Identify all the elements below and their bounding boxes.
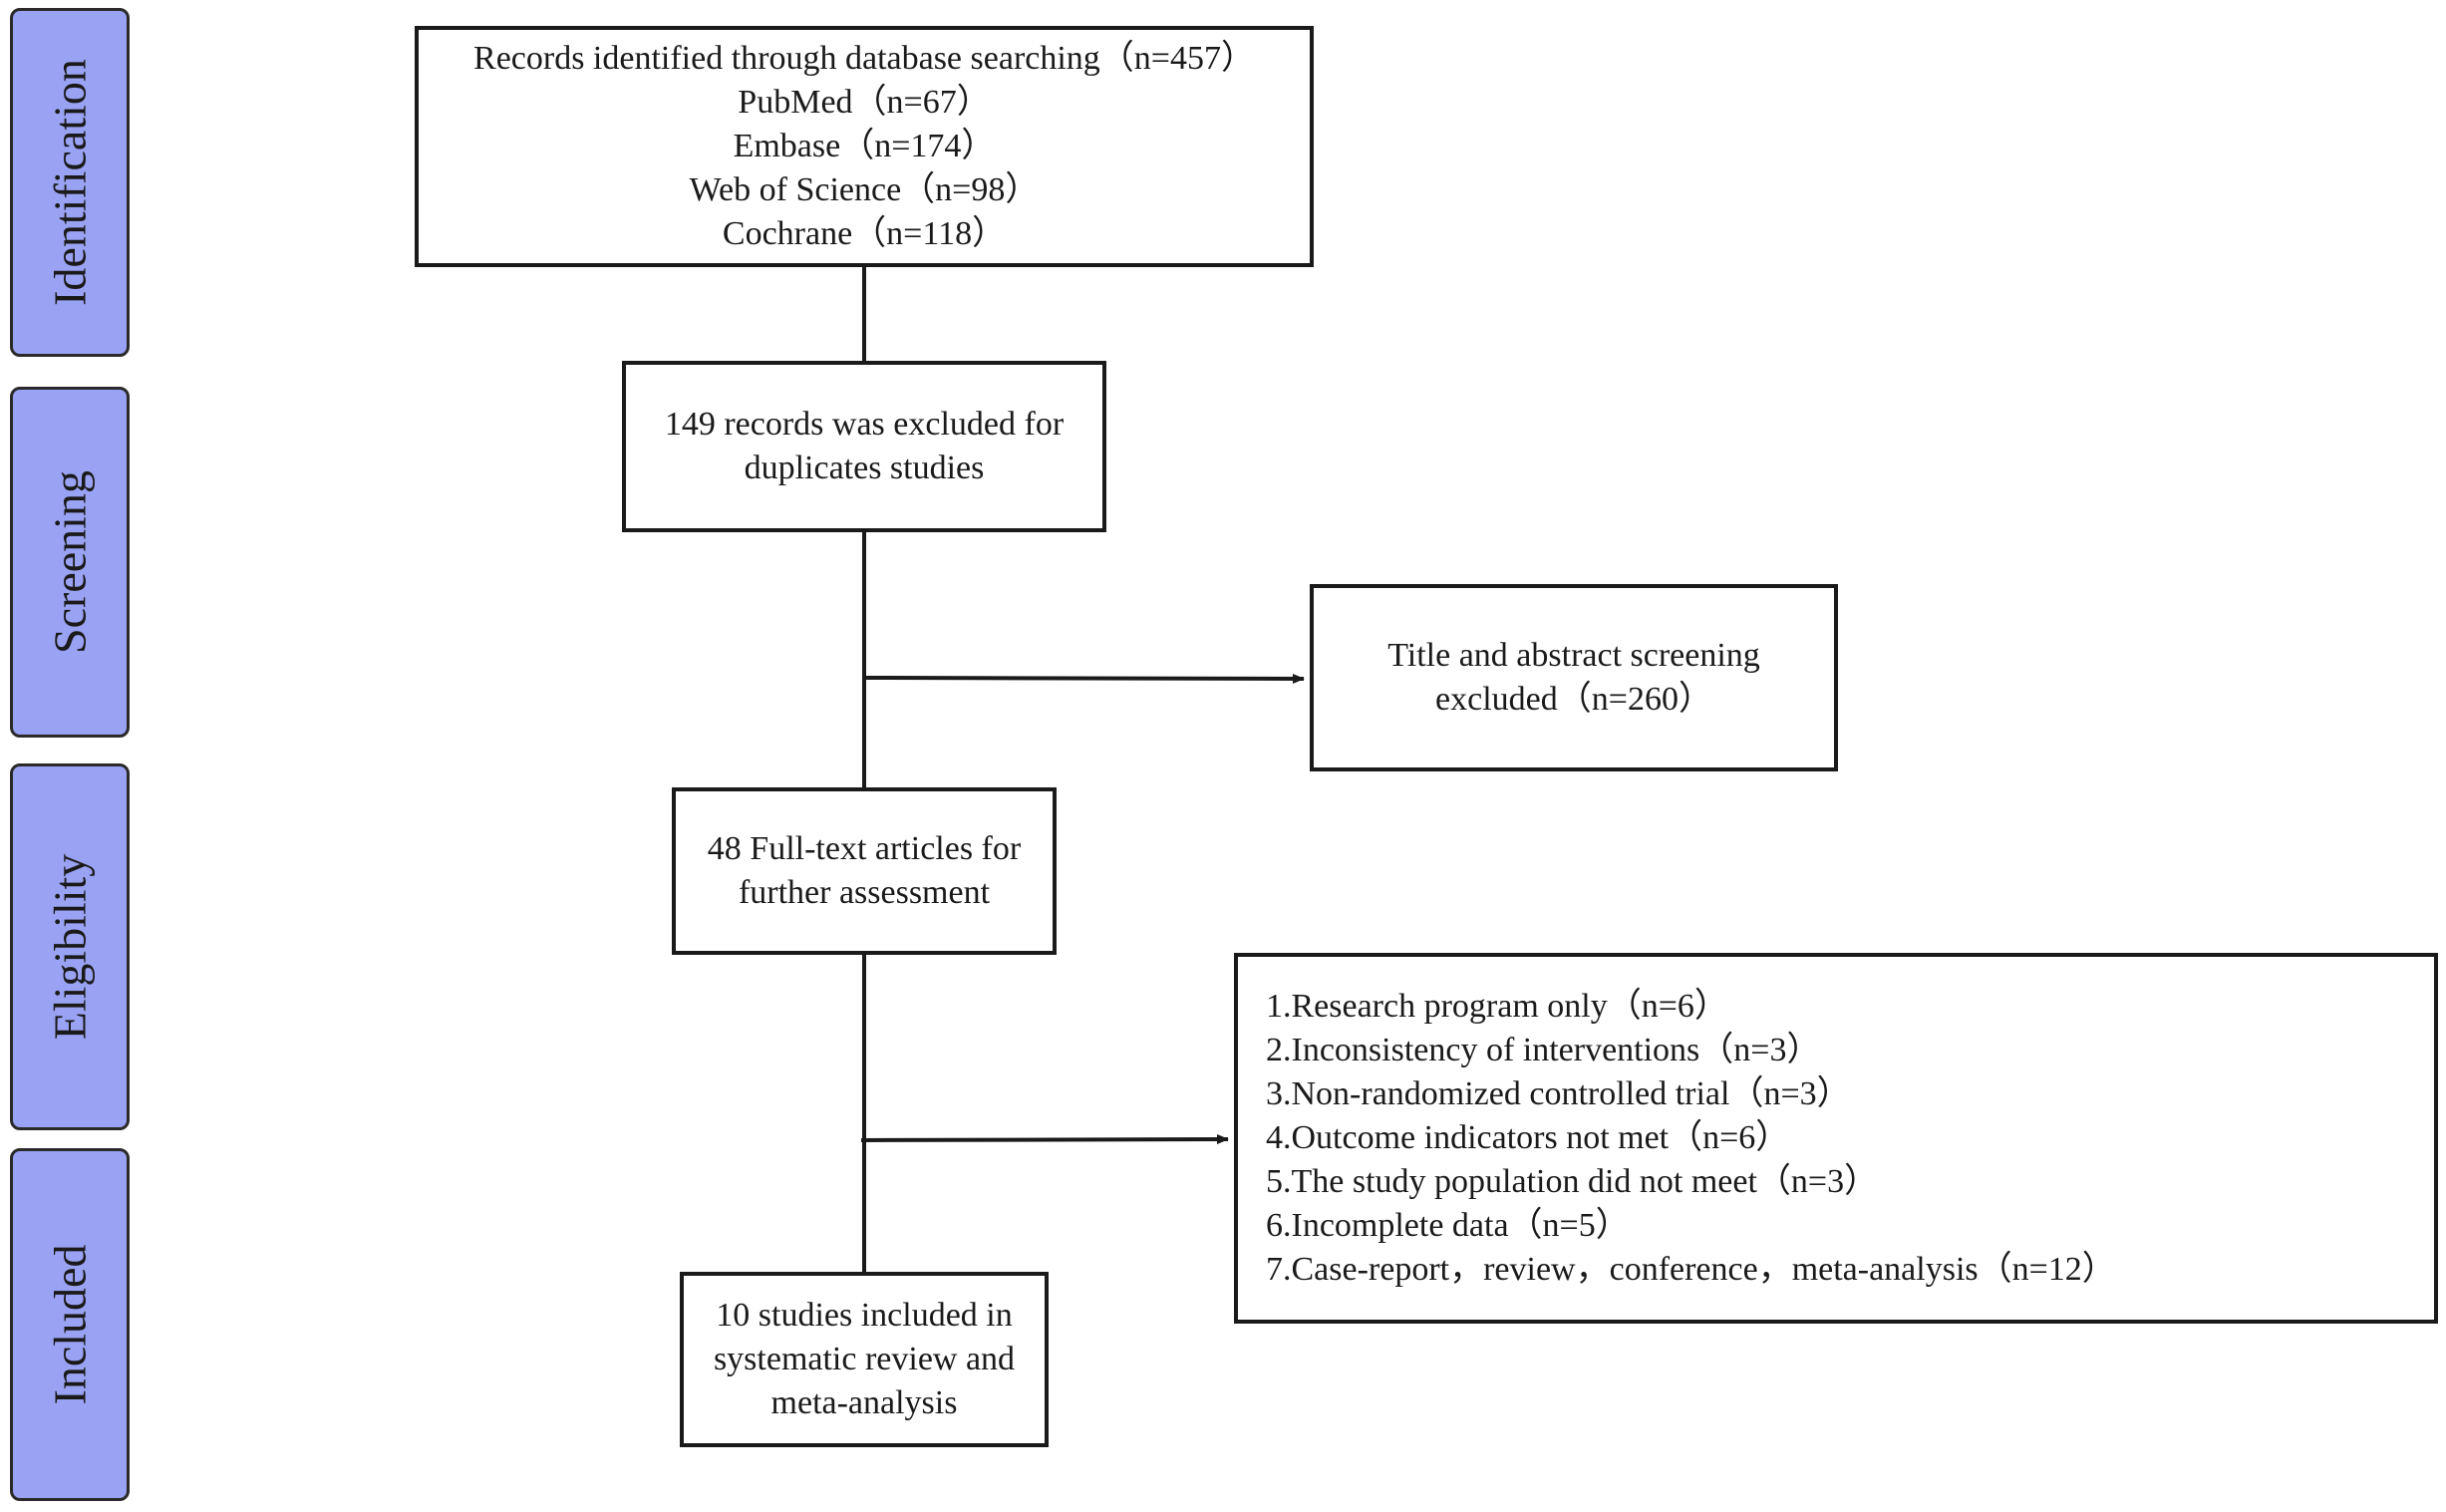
identification-line-web-of-science: Web of Science（n=98）: [689, 171, 1040, 208]
identification-line-pubmed: PubMed（n=67）: [738, 84, 991, 121]
exclusion-reason-1: 1.Research program only（n=6）: [1266, 988, 1728, 1025]
arrow-to-exclusion-reasons: [860, 1134, 1229, 1145]
fulltext-line-1: 48 Full-text articles for: [707, 830, 1022, 867]
fulltext-line-2: further assessment: [738, 874, 991, 911]
identification-line-embase: Embase（n=174）: [733, 128, 996, 164]
included-line-3: meta-analysis: [770, 1384, 958, 1421]
stage-screening: Screening: [10, 387, 130, 738]
exclusion-reason-4: 4.Outcome indicators not met（n=6）: [1266, 1119, 1790, 1156]
identification-line-total: Records identified through database sear…: [473, 40, 1255, 77]
included-line-2: systematic review and: [713, 1341, 1016, 1377]
title-abstract-line-2: excluded（n=260）: [1435, 681, 1712, 718]
stage-included: Included: [10, 1148, 130, 1501]
duplicates-line-1: 149 records was excluded for: [664, 406, 1065, 443]
identification-line-cochrane: Cochrane（n=118）: [722, 215, 1007, 252]
title-abstract-excluded-box: Title and abstract screening excluded（n=…: [1310, 584, 1838, 771]
arrow-to-title-abstract: [863, 673, 1305, 684]
duplicates-line-2: duplicates studies: [744, 450, 985, 486]
stage-eligibility: Eligibility: [10, 763, 130, 1130]
duplicates-box: 149 records was excluded for duplicates …: [622, 361, 1106, 532]
included-line-1: 10 studies included in: [716, 1297, 1013, 1334]
fulltext-assessment-box: 48 Full-text articles for further assess…: [672, 787, 1057, 955]
stage-identification: Identification: [10, 8, 130, 357]
exclusion-reason-5: 5.The study population did not meet（n=3）: [1266, 1163, 1879, 1200]
exclusion-reasons-box: 1.Research program only（n=6） 2.Inconsist…: [1234, 953, 2438, 1324]
identification-box: Records identified through database sear…: [415, 26, 1314, 267]
included-studies-box: 10 studies included in systematic review…: [680, 1272, 1049, 1447]
exclusion-reason-2: 2.Inconsistency of interventions（n=3）: [1266, 1032, 1821, 1068]
exclusion-reason-6: 6.Incomplete data（n=5）: [1266, 1207, 1630, 1244]
exclusion-reason-7: 7.Case-report，review，conference，meta-ana…: [1266, 1251, 2116, 1288]
title-abstract-line-1: Title and abstract screening: [1387, 637, 1760, 674]
exclusion-reason-3: 3.Non-randomized controlled trial（n=3）: [1266, 1075, 1851, 1112]
